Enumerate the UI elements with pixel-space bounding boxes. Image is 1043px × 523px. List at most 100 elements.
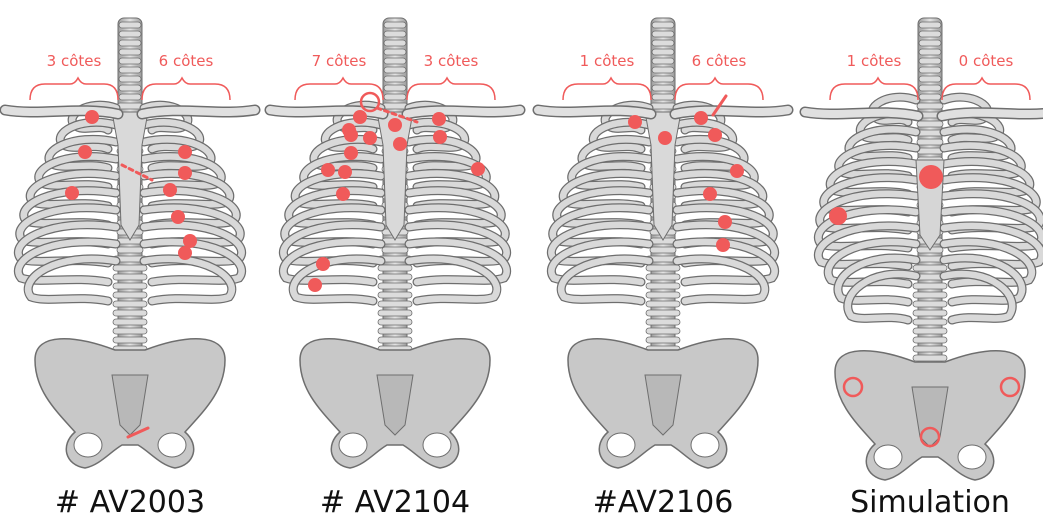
vertebra xyxy=(646,319,680,325)
skeleton-figure xyxy=(805,18,1043,480)
left-clavicle-highlight xyxy=(805,112,918,116)
vertebra xyxy=(378,328,412,334)
left-clavicle-highlight xyxy=(538,110,651,114)
vertebra xyxy=(113,310,147,316)
vertebra xyxy=(919,94,941,100)
vertebra xyxy=(913,328,947,334)
right-rib-count-label: 0 côtes xyxy=(959,52,1014,70)
vertebra xyxy=(119,31,141,37)
left-rib-count-label: 1 côtes xyxy=(580,52,635,70)
fracture-dot xyxy=(730,164,744,178)
vertebra xyxy=(646,310,680,316)
vertebra xyxy=(384,85,406,91)
fracture-dot xyxy=(829,207,847,225)
fracture-dot xyxy=(78,145,92,159)
vertebra xyxy=(382,103,408,109)
vertebra xyxy=(919,67,941,73)
fracture-dot xyxy=(703,187,717,201)
vertebra xyxy=(919,85,941,91)
left-rib-count-label: 1 côtes xyxy=(847,52,902,70)
panel-caption: # AV2104 xyxy=(320,485,470,520)
left-rib-bracket xyxy=(295,78,383,100)
right-rib-count-label: 3 côtes xyxy=(424,52,479,70)
fracture-dot xyxy=(308,278,322,292)
fracture-dot xyxy=(388,118,402,132)
fracture-dot xyxy=(471,162,485,176)
right-clavicle-highlight xyxy=(142,110,255,114)
panel-caption: Simulation xyxy=(850,485,1010,520)
vertebra xyxy=(378,310,412,316)
vertebra xyxy=(378,274,412,280)
vertebra xyxy=(384,76,406,82)
right-rib-bracket xyxy=(142,78,230,100)
vertebra xyxy=(384,94,406,100)
left-rib-bracket xyxy=(30,78,118,100)
vertebra xyxy=(378,292,412,298)
left-obturator-foramen xyxy=(607,433,635,457)
vertebra xyxy=(913,310,947,316)
vertebra xyxy=(646,274,680,280)
vertebra xyxy=(119,67,141,73)
panel-av2106: 1 côtes 6 côtes #AV2106 xyxy=(538,18,788,520)
vertebra xyxy=(919,40,941,46)
vertebra xyxy=(113,328,147,334)
panel-caption: #AV2106 xyxy=(593,485,734,520)
vertebra xyxy=(913,319,947,325)
vertebra xyxy=(113,301,147,307)
vertebra xyxy=(646,328,680,334)
left-obturator-foramen xyxy=(74,433,102,457)
vertebra xyxy=(119,22,141,28)
vertebra xyxy=(113,274,147,280)
vertebra xyxy=(650,247,676,253)
panel-av2003: 3 côtes 6 côtes # AV2003 xyxy=(5,18,255,520)
fracture-dot xyxy=(344,128,358,142)
vertebra xyxy=(919,58,941,64)
skeleton-figure xyxy=(5,18,255,468)
vertebra xyxy=(652,49,674,55)
fracture-dot xyxy=(171,210,185,224)
fracture-dot xyxy=(708,128,722,142)
fracture-dot xyxy=(694,111,708,125)
vertebra xyxy=(919,49,941,55)
fracture-dot xyxy=(433,130,447,144)
vertebra xyxy=(919,22,941,28)
panel-av2104: 7 côtes 3 côtes # AV2104 xyxy=(270,18,520,520)
fracture-dot xyxy=(336,187,350,201)
vertebra xyxy=(378,301,412,307)
vertebra xyxy=(913,301,947,307)
fracture-dot xyxy=(919,165,943,189)
vertebra xyxy=(646,337,680,343)
vertebra xyxy=(113,283,147,289)
fracture-dot xyxy=(65,186,79,200)
vertebra xyxy=(652,85,674,91)
fracture-dot xyxy=(353,110,367,124)
vertebra xyxy=(652,58,674,64)
skeleton-figure xyxy=(270,18,520,468)
vertebra xyxy=(113,265,147,271)
fracture-dot xyxy=(183,234,197,248)
vertebra xyxy=(384,40,406,46)
right-clavicle-highlight xyxy=(675,110,788,114)
vertebra xyxy=(652,40,674,46)
vertebra xyxy=(378,319,412,325)
vertebra xyxy=(919,31,941,37)
vertebra xyxy=(917,121,943,127)
vertebra xyxy=(117,103,143,109)
vertebra xyxy=(378,265,412,271)
vertebra xyxy=(113,337,147,343)
vertebra xyxy=(913,292,947,298)
fracture-dot xyxy=(338,165,352,179)
vertebra xyxy=(119,94,141,100)
vertebra xyxy=(917,148,943,154)
vertebra xyxy=(917,130,943,136)
vertebra xyxy=(646,283,680,289)
panel-caption: # AV2003 xyxy=(55,485,205,520)
vertebra xyxy=(117,247,143,253)
skeleton-figure xyxy=(538,18,788,468)
fracture-dot xyxy=(178,246,192,260)
right-obturator-foramen xyxy=(958,445,986,469)
vertebra xyxy=(378,337,412,343)
fracture-dot xyxy=(178,166,192,180)
left-obturator-foramen xyxy=(339,433,367,457)
